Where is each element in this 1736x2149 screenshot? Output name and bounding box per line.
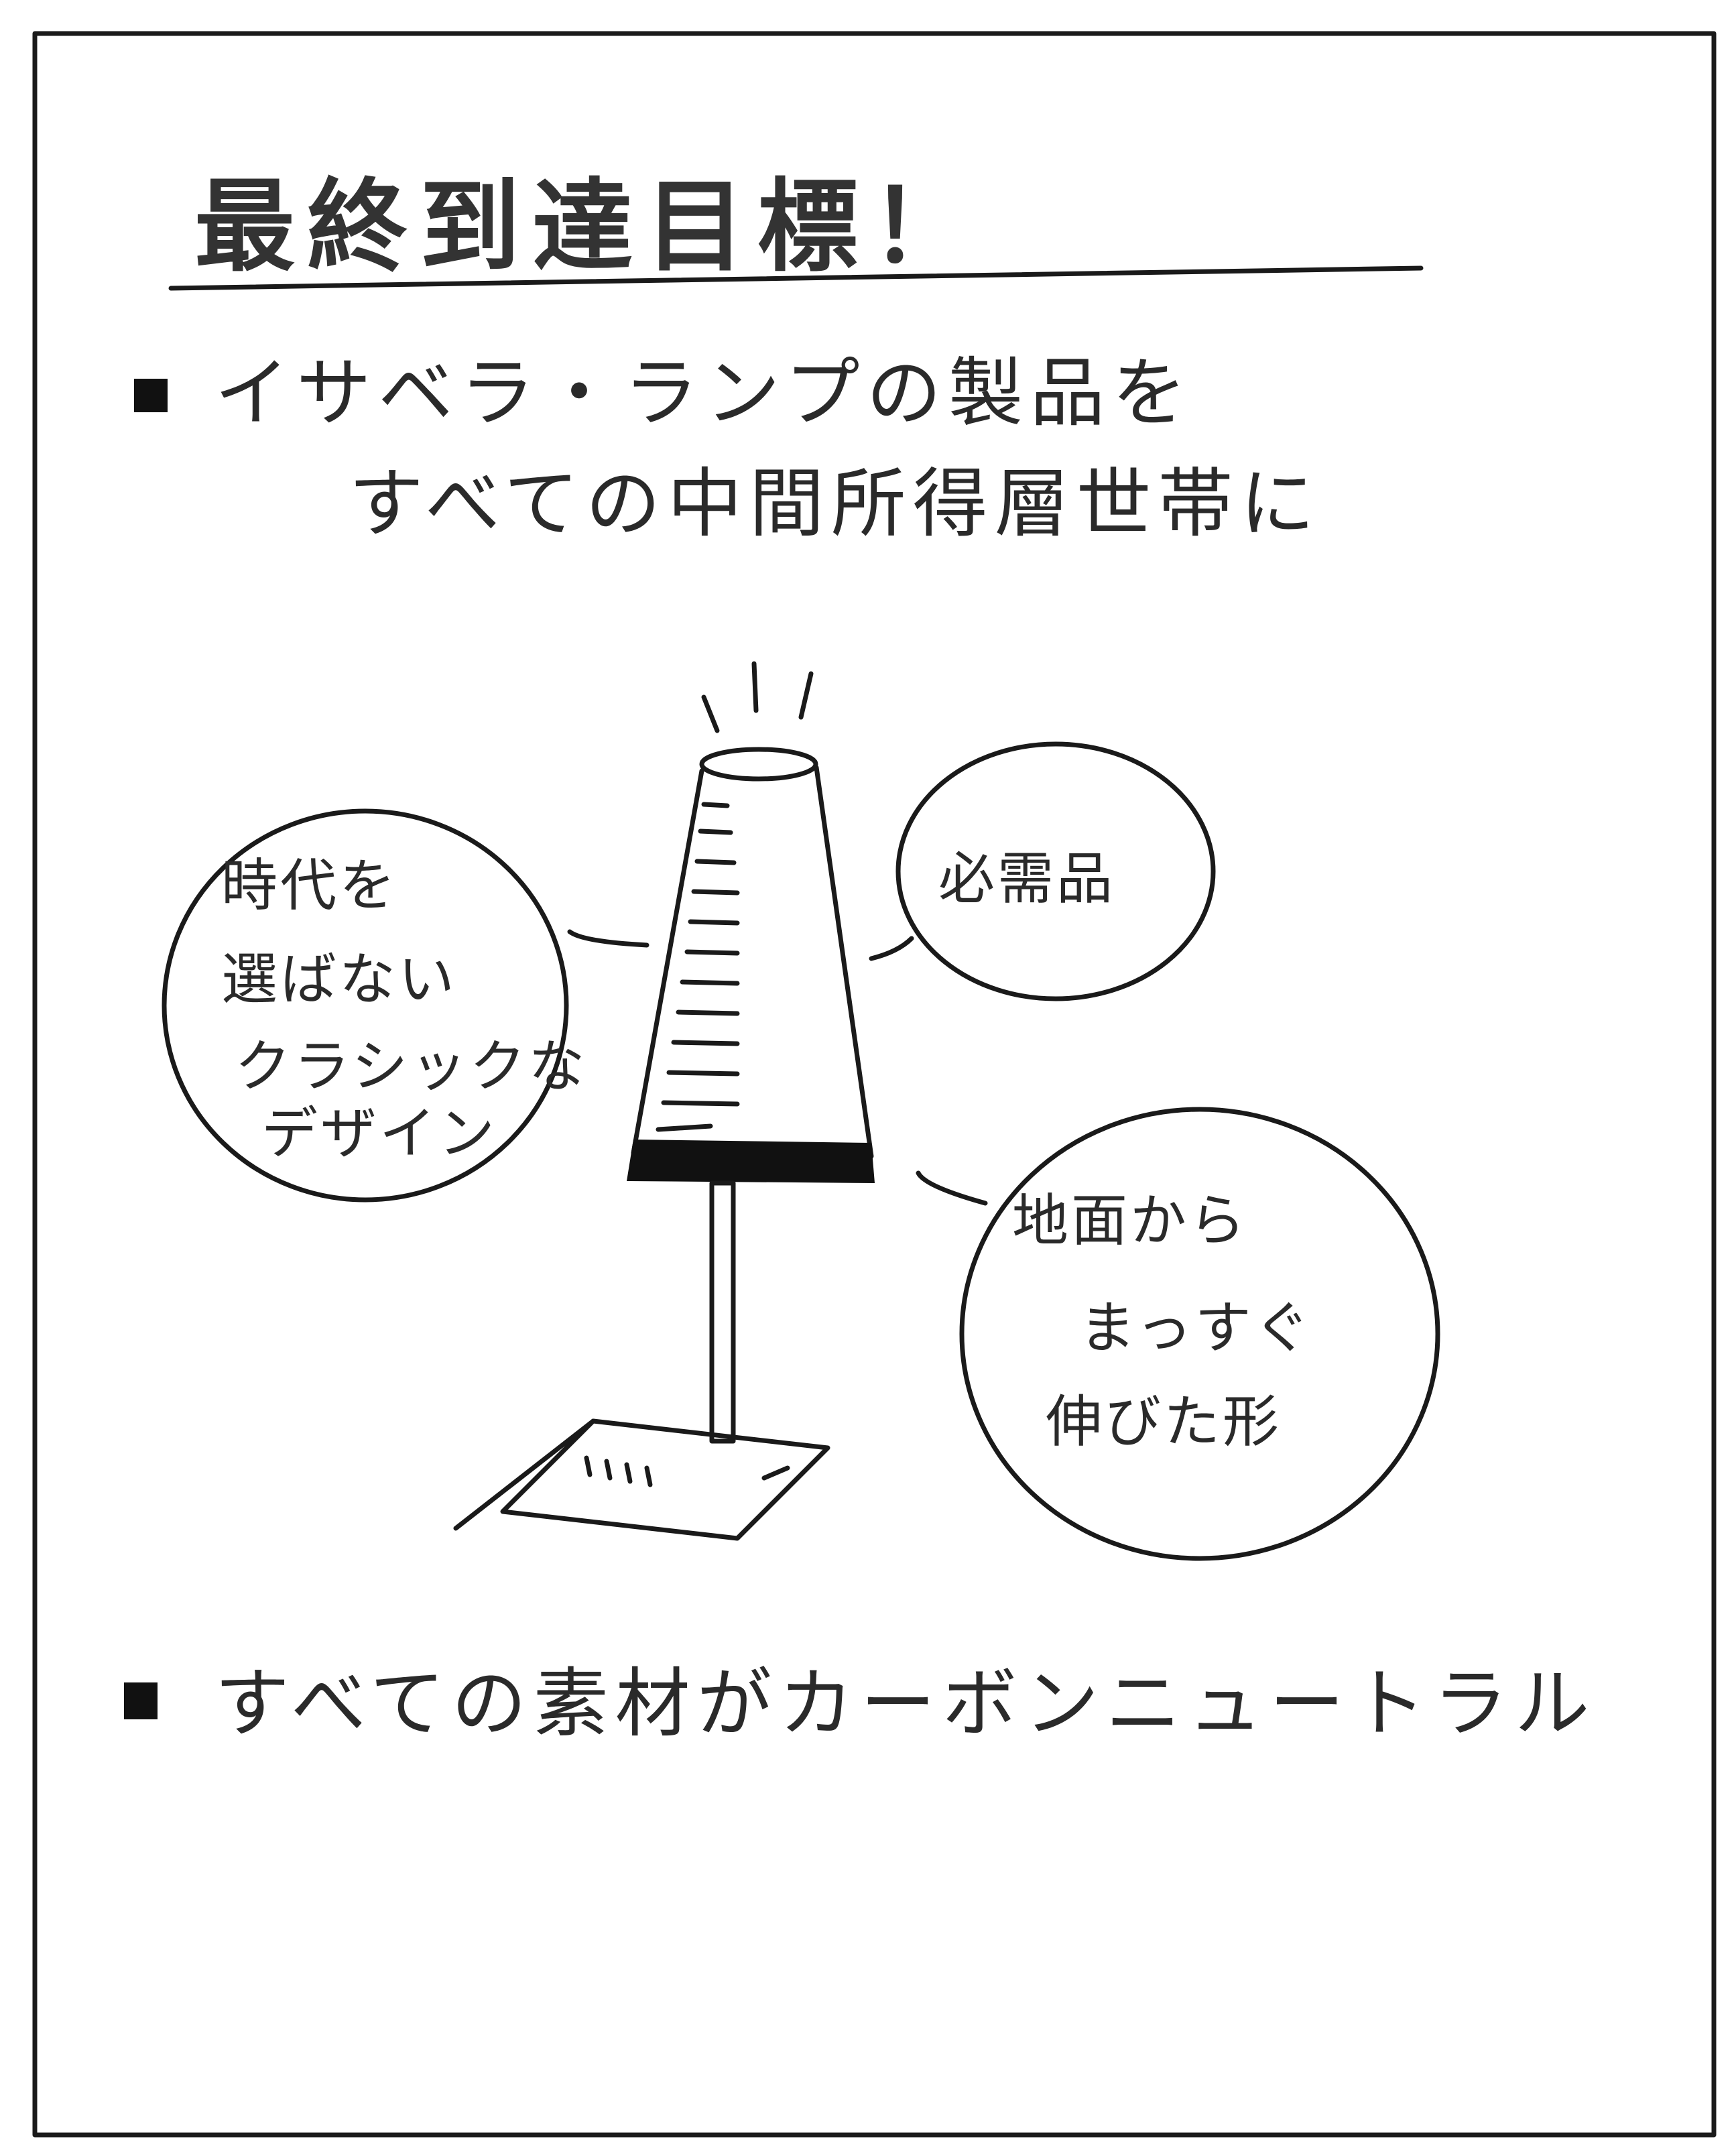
page-frame bbox=[32, 31, 1717, 2138]
bubble-shape-line-3: 伸びた形 bbox=[1046, 1389, 1282, 1455]
bubble-shape-line-2: まっすぐ bbox=[1079, 1295, 1313, 1361]
bubble-design-line-1: 時代を bbox=[221, 853, 398, 918]
bubble-shape-line-1: 地面から bbox=[1012, 1188, 1248, 1253]
bullet-1-line-1: イサベラ・ランプの製品を bbox=[214, 350, 1194, 437]
bullet-1-line-2: すべての中間所得層世帯に bbox=[349, 460, 1322, 548]
bubble-necessity: 必需品 bbox=[869, 741, 1216, 1001]
bullet-2-line-1: すべての素材がカーボンニュートラル bbox=[214, 1660, 1597, 1747]
bubble-design-line-2: 選ばない bbox=[221, 946, 457, 1012]
bullet-marker-2 bbox=[124, 1682, 158, 1719]
bubble-design-line-3: クラシックな bbox=[235, 1034, 587, 1099]
bubble-shape: 地面から まっすぐ 伸びた形 bbox=[916, 1107, 1440, 1561]
title-underline bbox=[168, 265, 1424, 291]
lamp-illustration bbox=[453, 661, 875, 1541]
bullet-marker-1 bbox=[134, 379, 168, 412]
bubble-design-line-4: デザイン bbox=[261, 1101, 497, 1166]
page-title: 最終到達目標！ bbox=[194, 169, 983, 286]
bubble-necessity-line-1: 必需品 bbox=[938, 846, 1115, 912]
bubble-design: 時代を 選ばない クラシックな デザイン bbox=[162, 808, 649, 1203]
